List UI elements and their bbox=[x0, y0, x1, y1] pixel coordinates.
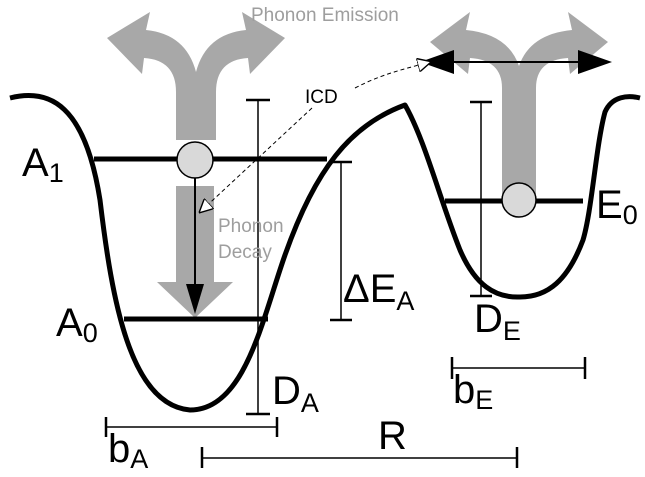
potential-curve bbox=[9, 93, 641, 413]
label-a0: A0 bbox=[56, 301, 98, 348]
decay-black-arrowhead bbox=[186, 284, 204, 314]
phonon-decay-label-line1: Phonon bbox=[218, 216, 284, 237]
particle-a bbox=[176, 141, 214, 179]
particle-e bbox=[501, 182, 537, 218]
measure-de bbox=[470, 100, 492, 298]
phonon-emission-label: Phonon Emission bbox=[251, 5, 399, 26]
phonon-emission-arrow-right bbox=[430, 12, 608, 196]
measure-delta-ea bbox=[330, 160, 352, 322]
label-be: bE bbox=[453, 368, 493, 415]
measure-r bbox=[200, 447, 519, 468]
measure-ba bbox=[104, 417, 279, 437]
emission-black-arrowhead-right bbox=[578, 50, 612, 74]
phonon-emission-arrow-left bbox=[107, 12, 285, 140]
measure-da bbox=[246, 98, 270, 416]
label-de: DE bbox=[474, 297, 521, 346]
measure-be bbox=[450, 357, 587, 379]
icd-dashed-arrows bbox=[200, 62, 430, 212]
label-da: DA bbox=[272, 369, 319, 418]
label-delta-ea: ΔEA bbox=[343, 267, 414, 316]
emission-black-arrowhead-left bbox=[420, 50, 454, 74]
label-e0: E0 bbox=[596, 183, 638, 230]
phonon-decay-label-line2: Decay bbox=[218, 242, 272, 263]
label-ba: bA bbox=[108, 427, 148, 474]
label-a1: A1 bbox=[22, 141, 64, 188]
label-r: R bbox=[378, 414, 407, 458]
icd-label: ICD bbox=[305, 87, 338, 108]
